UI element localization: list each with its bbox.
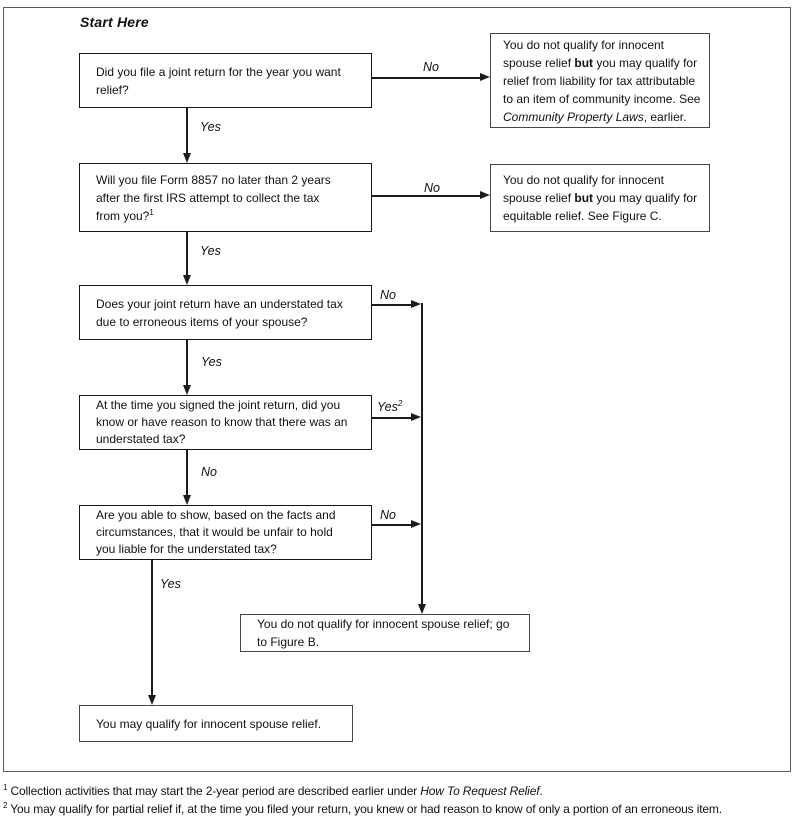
label-no-q5: No — [380, 508, 396, 522]
arrowhead-right-trunk-3 — [411, 520, 421, 529]
start-here-label: Start Here — [80, 14, 149, 30]
label-no-q1: No — [423, 60, 439, 74]
question-box-form-8857: Will you file Form 8857 no later than 2 … — [79, 163, 372, 232]
connector-q2-yes — [186, 232, 188, 275]
connector-q5-no — [372, 524, 411, 526]
outcome-text-italic: Community Property Laws — [503, 109, 644, 124]
label-yes-q4: Yes2 — [377, 398, 403, 414]
footnote-2-text: You may qualify for partial relief if, a… — [7, 802, 722, 816]
label-no-q3: No — [380, 288, 396, 302]
outcome-box-may-qualify: You may qualify for innocent spouse reli… — [79, 705, 353, 742]
connector-q1-yes — [186, 108, 188, 153]
footnote-1-text-end: . — [539, 784, 543, 798]
label-yes-q5: Yes — [160, 577, 181, 591]
arrowhead-down-q4 — [182, 385, 191, 395]
connector-q4-yes — [372, 417, 411, 419]
footnote-2-marker: 2 — [397, 398, 403, 408]
question-text: Are you able to show, based on the facts… — [96, 508, 336, 556]
question-box-unfair-to-hold: Are you able to show, based on the facts… — [79, 505, 372, 560]
outcome-text: , earlier. — [643, 109, 687, 124]
footnote-1-number: 1 — [3, 783, 8, 792]
footnote-1: 1 Collection activities that may start t… — [3, 783, 543, 799]
footnote-1-text: Collection activities that may start the… — [7, 784, 421, 798]
question-text: Does your joint return have an understat… — [96, 296, 343, 329]
connector-q1-no — [372, 77, 480, 79]
question-text: Did you file a joint return for the year… — [96, 64, 341, 97]
question-box-understated-tax: Does your joint return have an understat… — [79, 285, 372, 340]
outcome-box-community-property: You do not qualify for innocent spouse r… — [490, 33, 710, 128]
arrowhead-down-may-qualify — [147, 695, 156, 705]
arrowhead-down-q5 — [182, 495, 191, 505]
outcome-text: you may qualify for equitable relief. Se… — [503, 191, 698, 223]
label-yes-text: Yes — [377, 400, 398, 414]
outcome-box-equitable-relief: You do not qualify for innocent spouse r… — [490, 164, 710, 232]
outcome-box-figure-b: You do not qualify for innocent spouse r… — [240, 614, 530, 652]
question-text: Will you file Form 8857 no later than 2 … — [96, 172, 331, 223]
arrowhead-right-trunk-1 — [411, 300, 421, 309]
connector-q4-no — [186, 450, 188, 495]
connector-q3-yes — [186, 340, 188, 385]
arrowhead-right-community — [480, 73, 490, 82]
label-yes-q3: Yes — [201, 355, 222, 369]
arrowhead-down-figure-b — [417, 604, 426, 614]
question-box-joint-return: Did you file a joint return for the year… — [79, 53, 372, 108]
outcome-text-bold: but — [574, 191, 594, 205]
footnote-1-marker: 1 — [149, 207, 154, 217]
footnote-2: 2 You may qualify for partial relief if,… — [3, 801, 722, 817]
footnote-1-italic: How To Request Relief — [420, 784, 540, 798]
question-box-reason-to-know: At the time you signed the joint return,… — [79, 395, 372, 450]
connector-q5-yes — [151, 560, 153, 695]
label-yes-q2: Yes — [200, 244, 221, 258]
question-text: At the time you signed the joint return,… — [96, 398, 348, 446]
label-yes-q1: Yes — [200, 120, 221, 134]
outcome-text: You do not qualify for innocent spouse r… — [257, 617, 510, 649]
connector-q2-no — [372, 195, 480, 197]
outcome-text: You do not qualify for innocent spouse r… — [503, 37, 665, 70]
outcome-text: you may qualify for relief from liabilit… — [503, 55, 701, 106]
outcome-text: You do not qualify for innocent spouse r… — [503, 173, 665, 205]
footnote-2-number: 2 — [3, 801, 8, 810]
arrowhead-down-q3 — [182, 275, 191, 285]
arrowhead-right-trunk-2 — [411, 413, 421, 422]
connector-trunk-figure-b — [421, 303, 423, 604]
connector-q3-no — [372, 304, 411, 306]
outcome-text-bold: but — [574, 55, 594, 70]
arrowhead-down-q2 — [182, 153, 191, 163]
arrowhead-right-equitable — [480, 191, 490, 200]
label-no-q2: No — [424, 181, 440, 195]
label-no-q4: No — [201, 465, 217, 479]
outcome-text: You may qualify for innocent spouse reli… — [96, 716, 322, 731]
